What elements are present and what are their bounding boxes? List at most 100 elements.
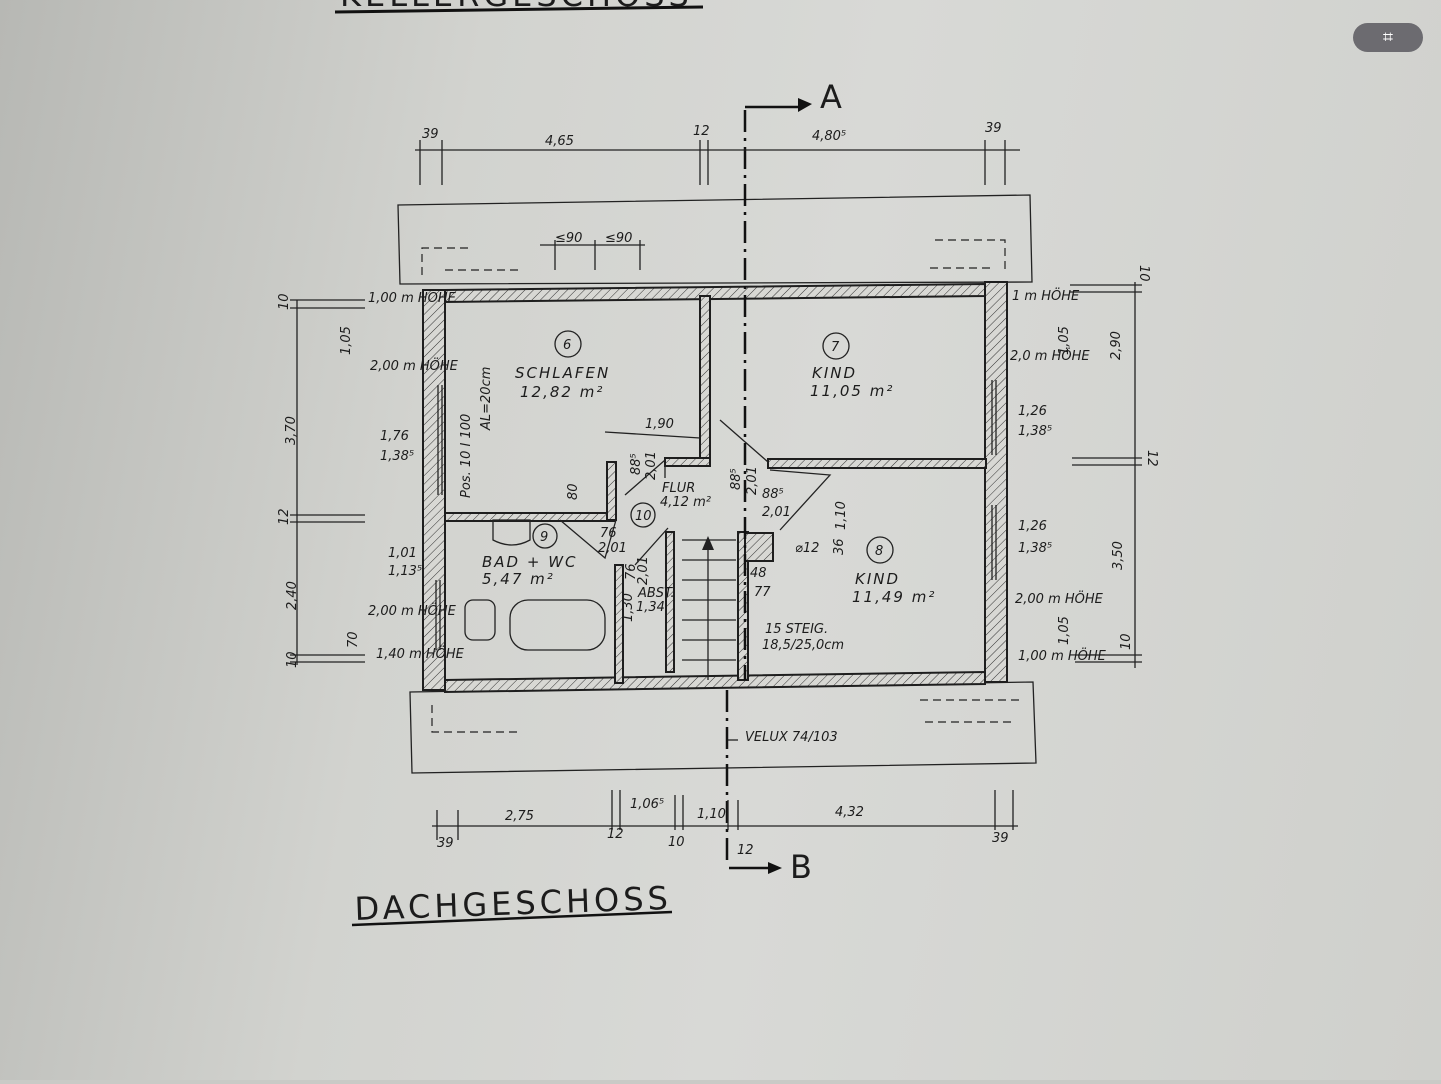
- windows: [435, 380, 997, 650]
- section-label-b: B: [790, 848, 816, 886]
- wall-flur-top: [664, 457, 711, 467]
- dim-label: 10: [1136, 265, 1151, 282]
- dim-line-right: [1070, 282, 1142, 668]
- dim-label: 2,90: [1109, 331, 1124, 360]
- svg-text:8: 8: [875, 544, 883, 559]
- crop-button[interactable]: ⌗: [1353, 23, 1423, 52]
- roof-eave-bottom: [409, 681, 1037, 774]
- dim-label: 3,70: [284, 416, 299, 445]
- dim-label: 12: [737, 843, 754, 858]
- svg-text:2,01: 2,01: [762, 505, 791, 520]
- svg-text:15 STEIG.: 15 STEIG.: [765, 622, 828, 637]
- eave-dashed-lines-bottom: [431, 699, 1020, 733]
- dim-line-top: [415, 140, 1020, 185]
- room-6: 6 SCHLAFEN 12,82 m²: [515, 330, 610, 401]
- note: 2,00 m HÖHE: [370, 357, 459, 374]
- dim-label: 10: [1119, 633, 1134, 650]
- svg-text:KIND: KIND: [812, 364, 857, 382]
- dim-line-left: [290, 299, 365, 665]
- dim-label: 12: [277, 508, 292, 525]
- dim-label: 10: [277, 293, 292, 310]
- svg-text:ABST.: ABST.: [637, 586, 675, 601]
- dim-label: 39: [437, 836, 454, 851]
- note: 1,26: [1018, 404, 1047, 419]
- svg-text:10: 10: [635, 509, 652, 524]
- roof-eave-top: [397, 194, 1033, 285]
- dim-line-bottom: [432, 790, 1018, 840]
- dim-label: 4,65: [545, 134, 574, 149]
- dim-label: 3,50: [1111, 541, 1126, 570]
- dim-label: 10: [668, 835, 685, 850]
- dim-label: 1,06⁵: [630, 797, 664, 812]
- wall-bath-right: [614, 564, 624, 684]
- wall-stair-left: [665, 531, 675, 673]
- dim-label: 4,80⁵: [812, 129, 846, 144]
- note: 2,0 m HÖHE: [1010, 347, 1090, 364]
- title-underline: [351, 910, 673, 927]
- svg-text:SCHLAFEN: SCHLAFEN: [515, 364, 610, 382]
- note: 1,00 m HÖHE: [1018, 647, 1107, 664]
- dim-label: 2,40: [285, 581, 300, 610]
- note: 1,13⁵: [388, 564, 422, 579]
- wall-6-7: [699, 295, 711, 465]
- svg-text:18,5/25,0cm: 18,5/25,0cm: [762, 638, 844, 653]
- svg-text:88⁵: 88⁵: [762, 487, 784, 502]
- svg-text:7: 7: [831, 340, 840, 355]
- wall-right: [984, 281, 1008, 683]
- dim-label: 12: [607, 827, 624, 842]
- dim-label: 2,75: [505, 809, 534, 824]
- note: 2,00 m HÖHE: [1015, 590, 1104, 607]
- svg-text:≤90: ≤90: [605, 231, 632, 246]
- svg-text:2,01: 2,01: [598, 541, 627, 556]
- svg-text:48: 48: [750, 566, 767, 581]
- staircase: [682, 536, 736, 680]
- svg-text:88⁵: 88⁵: [629, 453, 644, 475]
- note: 1,00 m HÖHE: [368, 289, 457, 306]
- dim-label: 1,10: [697, 807, 726, 822]
- plan-title: DACHGESCHOSS: [354, 879, 672, 928]
- dim-label: 39: [985, 121, 1002, 136]
- note: 1,38⁵: [1018, 541, 1052, 556]
- note: 1,26: [1018, 519, 1047, 534]
- dim-label: 39: [422, 127, 439, 142]
- wall-top: [444, 282, 986, 304]
- svg-text:5,47 m²: 5,47 m²: [482, 570, 555, 588]
- svg-text:11,49 m²: 11,49 m²: [852, 588, 936, 606]
- dim-label: 4,32: [835, 805, 864, 820]
- room-10: 10 FLUR 4,12 m²: [630, 481, 711, 528]
- dim-label: 10: [285, 651, 300, 668]
- svg-text:77: 77: [754, 585, 771, 600]
- svg-text:⌀12: ⌀12: [795, 541, 819, 556]
- wall-bottom: [444, 670, 986, 694]
- svg-text:BAD + WC: BAD + WC: [482, 553, 578, 571]
- dim-label: 12: [1144, 450, 1159, 467]
- svg-text:76: 76: [600, 526, 617, 541]
- left-height-notes: 1,00 m HÖHE 1,05 2,00 m HÖHE 1,76 1,38⁵ …: [339, 289, 465, 662]
- wall-bath-corner: [606, 461, 617, 521]
- svg-text:9: 9: [540, 530, 548, 545]
- svg-text:1,30: 1,30: [621, 593, 636, 622]
- door-swings: [559, 419, 832, 566]
- svg-text:1,90: 1,90: [645, 417, 674, 432]
- note: 1,38⁵: [1018, 424, 1052, 439]
- note: 1,40 m HÖHE: [376, 645, 465, 662]
- room-7: 7 KIND 11,05 m²: [810, 332, 894, 400]
- svg-text:KIND: KIND: [855, 570, 900, 588]
- svg-text:FLUR: FLUR: [662, 481, 695, 496]
- svg-text:≤90: ≤90: [555, 231, 582, 246]
- note: 1,38⁵: [380, 449, 414, 464]
- chimney: [744, 532, 774, 562]
- svg-text:1,10: 1,10: [834, 501, 849, 530]
- svg-text:80: 80: [566, 483, 581, 500]
- svg-text:6: 6: [563, 338, 571, 353]
- room-9: 9 BAD + WC 5,47 m²: [482, 523, 578, 588]
- eave-dashed-lines: [421, 239, 1006, 275]
- dim-label: 12: [693, 124, 710, 139]
- dim-label: 39: [992, 831, 1009, 846]
- svg-text:2,01: 2,01: [745, 466, 760, 495]
- note: 70: [346, 631, 361, 648]
- svg-text:AL=20cm: AL=20cm: [479, 367, 494, 431]
- svg-text:11,05 m²: 11,05 m²: [810, 382, 894, 400]
- room-8: 8 KIND 11,49 m²: [852, 536, 936, 606]
